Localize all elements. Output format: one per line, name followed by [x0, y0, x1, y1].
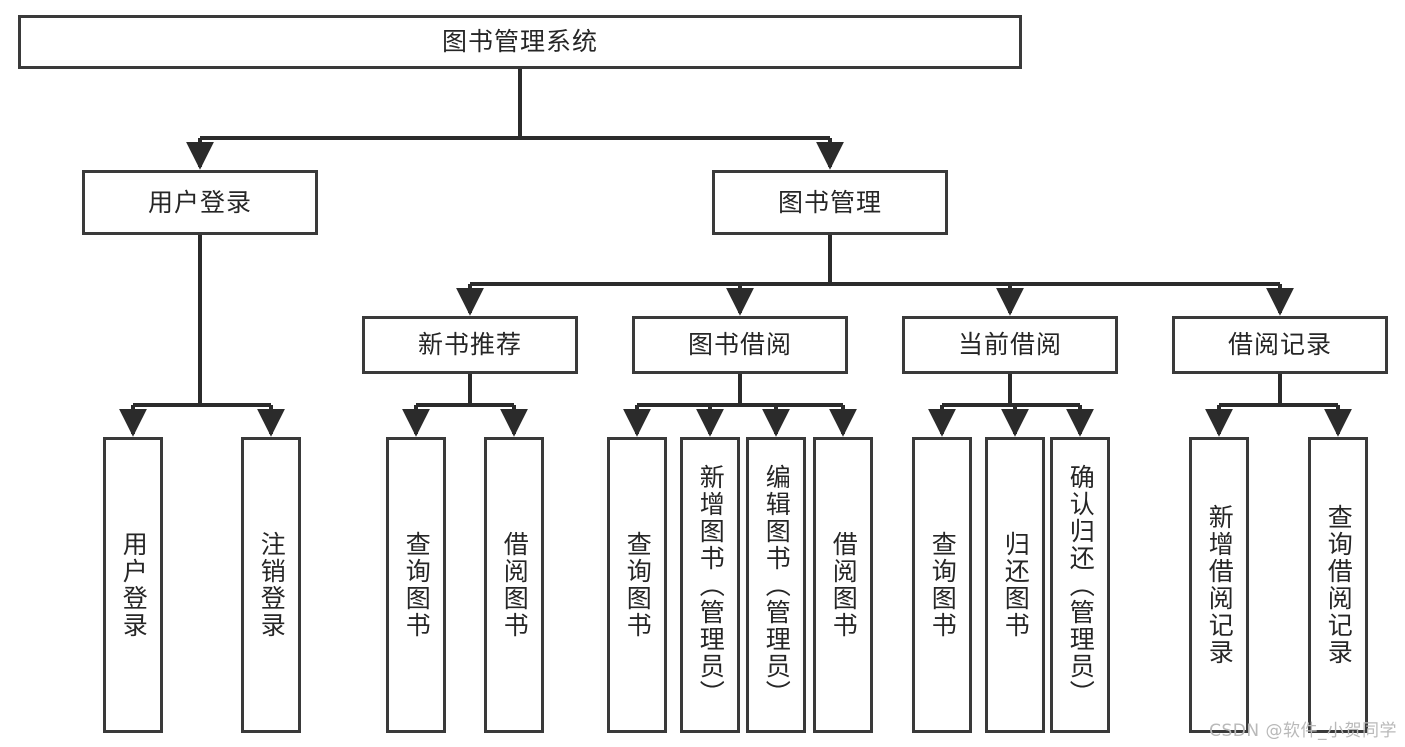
node-label: 借阅图书 — [500, 531, 530, 639]
node-l-bbook1[interactable]: 借阅图书 — [484, 437, 544, 733]
node-label: 查询借阅记录 — [1324, 504, 1354, 666]
node-label: 借阅记录 — [1227, 330, 1332, 360]
node-l-addrec[interactable]: 新增借阅记录 — [1189, 437, 1249, 733]
node-l-logout[interactable]: 注销登录 — [241, 437, 301, 733]
node-label: 归还图书 — [1001, 531, 1031, 639]
node-l-qbook2[interactable]: 查询图书 — [607, 437, 667, 733]
node-l-return[interactable]: 归还图书 — [985, 437, 1045, 733]
node-borrow[interactable]: 图书借阅 — [632, 316, 848, 374]
node-l-userlogin[interactable]: 用户登录 — [103, 437, 163, 733]
node-label: 图书管理系统 — [441, 27, 598, 57]
node-bookmgmt[interactable]: 图书管理 — [712, 170, 948, 235]
node-label: 新书推荐 — [417, 330, 522, 360]
node-label: 编辑图书（管理员） — [762, 463, 792, 707]
node-label: 查询图书 — [402, 531, 432, 639]
node-label: 查询图书 — [623, 531, 653, 639]
node-label: 确认归还（管理员） — [1066, 463, 1096, 707]
node-label: 注销登录 — [257, 531, 287, 639]
node-l-qbook3[interactable]: 查询图书 — [912, 437, 972, 733]
node-label: 借阅图书 — [829, 531, 859, 639]
node-label: 图书管理 — [777, 187, 882, 217]
node-l-confirm[interactable]: 确认归还（管理员） — [1050, 437, 1110, 733]
node-root[interactable]: 图书管理系统 — [18, 15, 1022, 69]
node-l-editbook[interactable]: 编辑图书（管理员） — [746, 437, 806, 733]
node-login[interactable]: 用户登录 — [82, 170, 318, 235]
node-records[interactable]: 借阅记录 — [1172, 316, 1388, 374]
node-l-qbook1[interactable]: 查询图书 — [386, 437, 446, 733]
node-label: 查询图书 — [928, 531, 958, 639]
node-label: 新增图书（管理员） — [696, 463, 726, 707]
node-label: 用户登录 — [119, 531, 149, 639]
watermark-text: CSDN @软件_小贺同学 — [1209, 721, 1397, 741]
node-l-addbook[interactable]: 新增图书（管理员） — [680, 437, 740, 733]
node-label: 当前借阅 — [957, 330, 1062, 360]
edge-paths — [119, 69, 1352, 437]
node-label: 用户登录 — [147, 187, 252, 217]
node-current[interactable]: 当前借阅 — [902, 316, 1118, 374]
node-label: 图书借阅 — [687, 330, 792, 360]
node-l-bbook2[interactable]: 借阅图书 — [813, 437, 873, 733]
node-l-qrec[interactable]: 查询借阅记录 — [1308, 437, 1368, 733]
node-newbook[interactable]: 新书推荐 — [362, 316, 578, 374]
node-label: 新增借阅记录 — [1205, 504, 1235, 666]
